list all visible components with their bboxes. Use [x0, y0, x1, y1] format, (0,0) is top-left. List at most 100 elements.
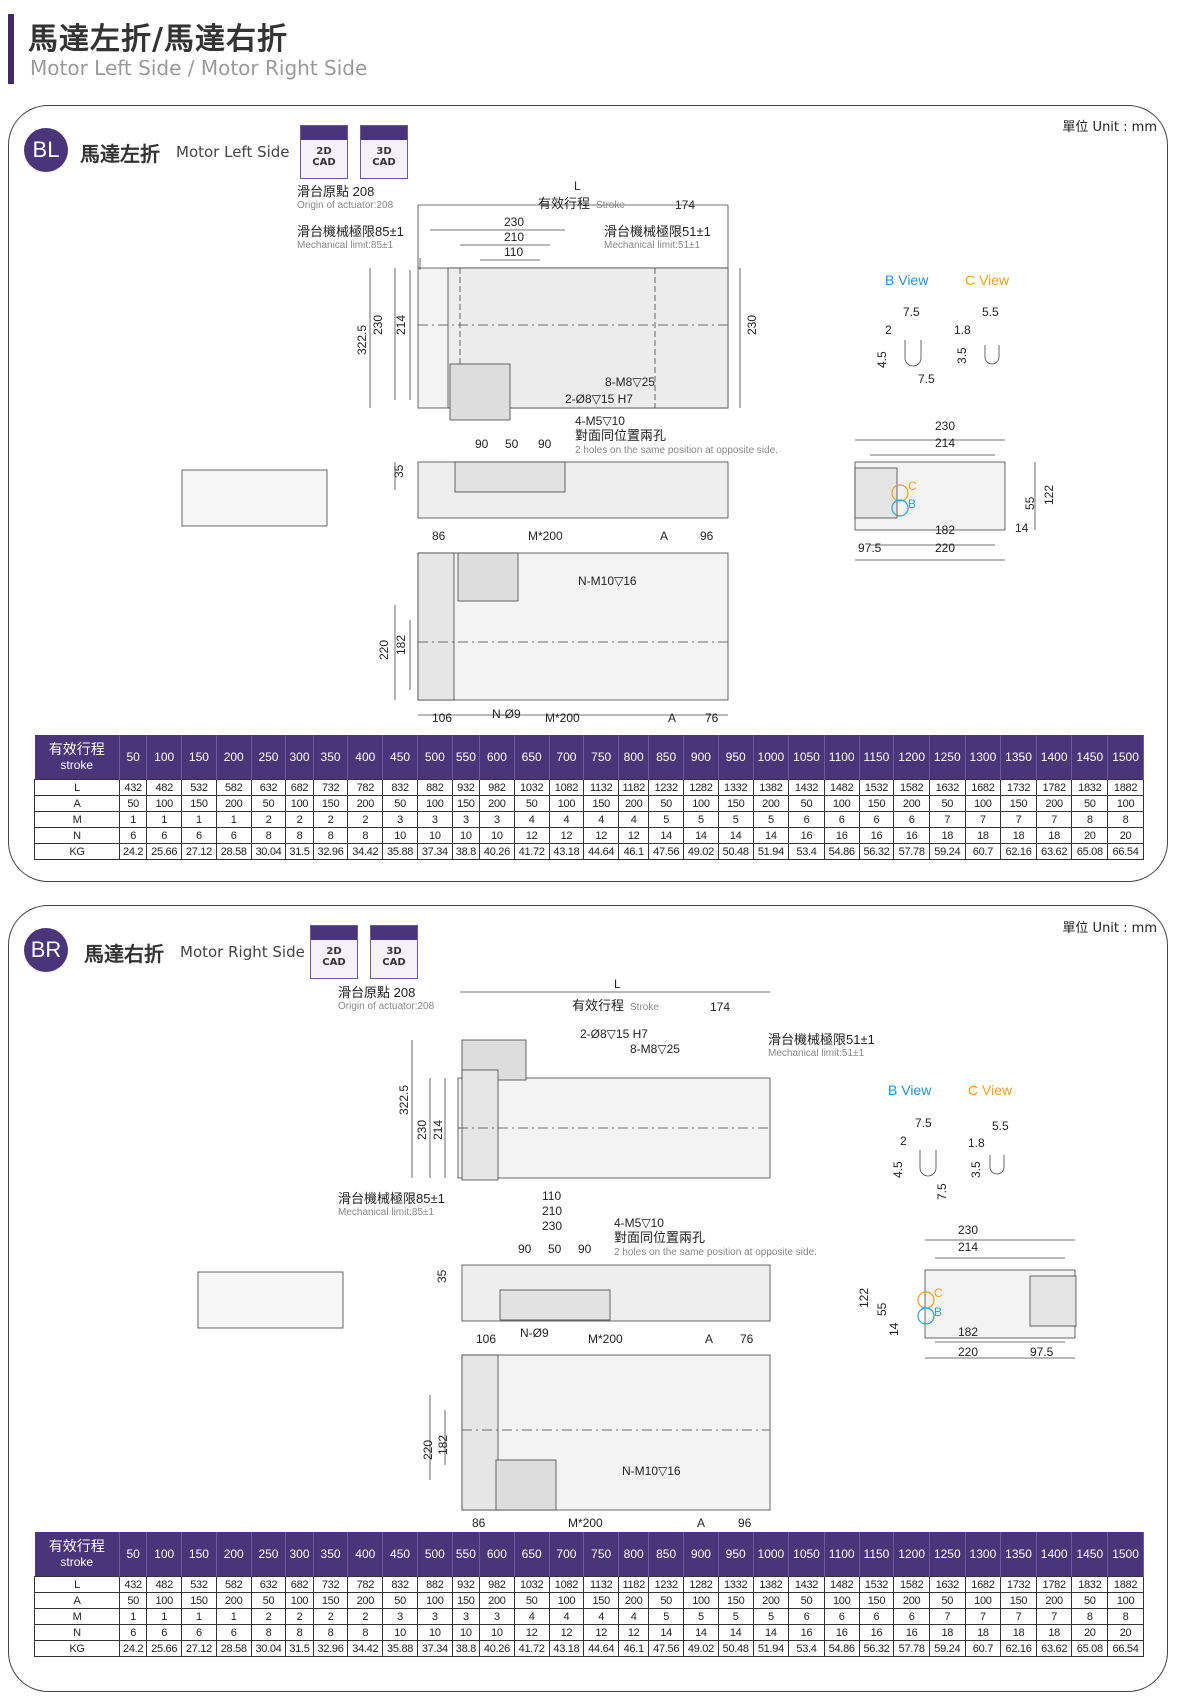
table-cell: 1: [118, 1608, 148, 1625]
mech85-label: 滑台機械極限85±1: [297, 224, 404, 239]
dim-90b: 90: [578, 1242, 592, 1256]
stroke-column-header: 1350: [1000, 735, 1037, 780]
table-cell: 49.02: [683, 843, 719, 860]
callout-m5: 4-M5▽10: [614, 1216, 664, 1230]
stroke-label: 有效行程: [572, 998, 624, 1013]
stroke-column-header: 1250: [929, 735, 966, 780]
table-cell: 1182: [618, 779, 650, 796]
table-cell: 14: [683, 1624, 719, 1641]
stroke-column-header: 1400: [1036, 735, 1073, 780]
stroke-column-header: 1500: [1107, 735, 1144, 780]
table-cell: 1582: [893, 1576, 930, 1593]
dim-86: 86: [432, 529, 446, 543]
row-label: N: [34, 1624, 120, 1641]
table-cell: 16: [858, 1624, 895, 1641]
table-cell: 27.12: [181, 843, 217, 860]
section-bl-badge: BL: [24, 128, 68, 172]
table-cell: 10: [479, 1624, 515, 1641]
table-cell: 100: [285, 1592, 314, 1609]
table-cell: 1282: [683, 1576, 719, 1593]
origin-label-en: Origin of actuator:208: [338, 1001, 435, 1012]
e-dim-122: 122: [1042, 485, 1056, 505]
stroke-column-header: 750: [583, 735, 620, 780]
stroke-column-header: 50: [119, 1532, 148, 1577]
dim-50: 50: [505, 437, 519, 451]
stroke-column-header: 1400: [1036, 1532, 1073, 1577]
table-cell: 1482: [823, 1576, 860, 1593]
table-cell: 1382: [752, 1576, 790, 1593]
table-cell: 56.32: [858, 1640, 895, 1657]
table-cell: 51.94: [752, 843, 790, 860]
table-cell: 60.7: [964, 1640, 1002, 1657]
mech85-label-en: Mechanical limit:85±1: [338, 1207, 435, 1218]
table-cell: 1632: [928, 779, 966, 796]
table-cell: 1782: [1035, 1576, 1073, 1593]
table-cell: 582: [215, 779, 252, 796]
b-dim-7-5: 7.5: [903, 305, 920, 319]
table-cell: 932: [451, 779, 481, 796]
table-cell: 31.5: [285, 1640, 314, 1657]
table-cell: 56.32: [858, 843, 895, 860]
table-cell: 35.88: [382, 843, 418, 860]
table-cell: 1082: [548, 1576, 585, 1593]
stroke-column-header: 1350: [1000, 1532, 1037, 1577]
table-cell: 8: [285, 1624, 314, 1641]
stroke-column-header: 1200: [893, 735, 930, 780]
callout-n9: N-Ø9: [520, 1326, 549, 1340]
dim-h230: 230: [371, 315, 385, 335]
stroke-column-header: 450: [382, 1532, 418, 1577]
table-cell: 7: [928, 1608, 966, 1625]
table-cell: 24.2: [118, 1640, 148, 1657]
stroke-column-header: 300: [285, 1532, 314, 1577]
mech51-label: 滑台機械極限51±1: [768, 1032, 875, 1047]
table-cell: 782: [347, 1576, 384, 1593]
table-cell: 3: [451, 1608, 481, 1625]
table-cell: 59.24: [928, 843, 966, 860]
table-cell: 582: [215, 1576, 252, 1593]
table-cell: 57.78: [893, 1640, 930, 1657]
table-cell: 150: [583, 1592, 620, 1609]
table-cell: 12: [513, 1624, 550, 1641]
table-cell: 6: [181, 1624, 217, 1641]
table-cell: 62.16: [1000, 843, 1037, 860]
dim-110: 110: [542, 1189, 561, 1203]
table-cell: 1682: [964, 1576, 1002, 1593]
row-label: KG: [34, 843, 120, 860]
c-view-label: C View: [968, 1082, 1013, 1098]
table-cell: 6: [215, 1624, 252, 1641]
table-cell: 100: [683, 1592, 719, 1609]
stroke-column-header: 1000: [753, 1532, 790, 1577]
table-cell: 1882: [1107, 1576, 1144, 1593]
section-br-title: 馬達右折: [84, 942, 164, 966]
e-dim-220: 220: [958, 1345, 978, 1359]
callout-nm10: N-M10▽16: [622, 1464, 681, 1478]
section-bl-drawing: L 滑台原點 208 Origin of actuator:208 有效行程 S…: [181, 179, 1056, 725]
table-cell: 38.8: [451, 843, 481, 860]
table-cell: 43.18: [548, 1640, 585, 1657]
stroke-column-header: 600: [479, 735, 515, 780]
dim-h214: 214: [431, 1120, 445, 1140]
table-cell: 100: [548, 1592, 585, 1609]
table-cell: 66.54: [1107, 1640, 1144, 1657]
table-cell: 6: [823, 1608, 860, 1625]
table-cell: 200: [215, 1592, 252, 1609]
stroke-column-header: 200: [216, 1532, 252, 1577]
table-cell: 50: [382, 1592, 418, 1609]
page-subtitle: Motor Left Side / Motor Right Side: [30, 56, 368, 80]
stroke-column-header: 200: [216, 735, 252, 780]
table-cell: 6: [118, 1624, 148, 1641]
table-cell: 53.4: [788, 843, 825, 860]
table-cell: 30.04: [250, 843, 287, 860]
table-cell: 1632: [928, 1576, 966, 1593]
e-marker-b: B: [934, 1305, 942, 1319]
